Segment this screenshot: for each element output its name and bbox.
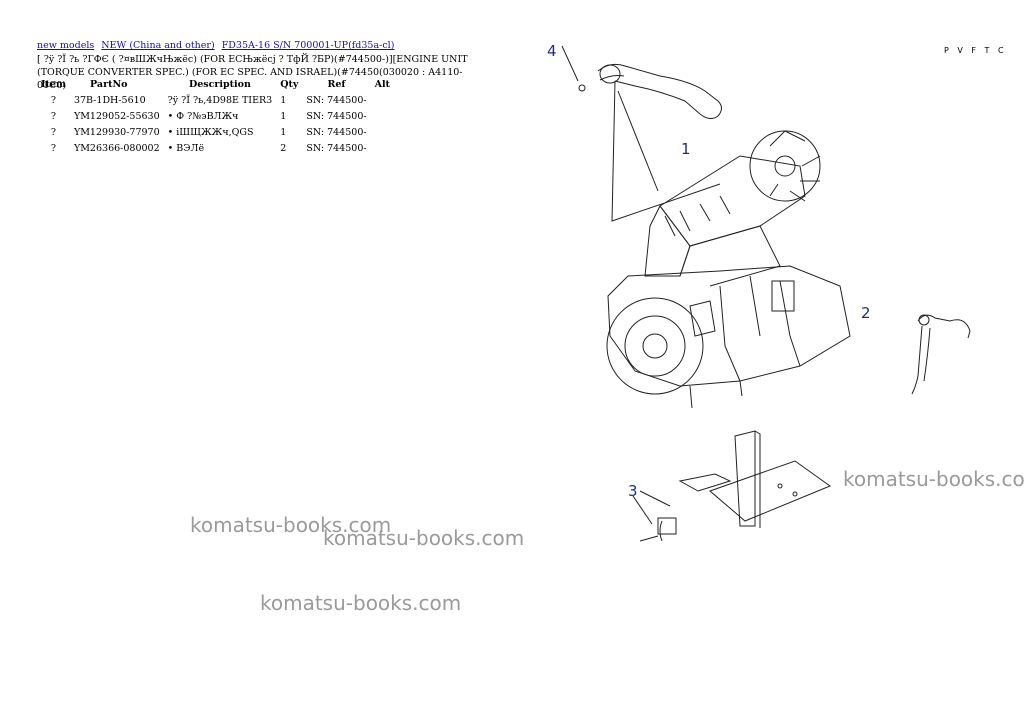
cell-qty: 1 — [280, 95, 287, 106]
cell-qty: 1 — [280, 127, 287, 138]
engine-illustration — [606, 130, 851, 409]
cell-description: ?ÿ ?Ï ?ь,4D98E TIER3 — [167, 95, 273, 106]
header-description: Description — [188, 79, 251, 90]
page-title: [ ?ÿ ?Ï ?ь ?ГФЄ ( ?¤вШЖчЊжёс) (FOR ECЊжё… — [37, 54, 468, 91]
cell-item: ? — [50, 111, 57, 122]
cell-partno: 37B-1DH-5610 — [73, 95, 146, 106]
hose-part-illustration — [561, 45, 722, 120]
cell-ref: SN: 744500- — [306, 95, 367, 106]
bracket-illustration — [632, 430, 832, 542]
callout-3: 3 — [628, 482, 638, 500]
sensor-illustration — [911, 314, 971, 395]
cell-alt — [371, 109, 394, 125]
cell-description: • іШЩЖЖч,QGS — [167, 127, 254, 138]
breadcrumb-link-region[interactable]: NEW (China and other) — [101, 40, 215, 51]
table-header-row: Item PartNo Description Qty Ref Alt — [37, 79, 394, 93]
cell-qty: 1 — [280, 111, 287, 122]
cell-item: ? — [50, 127, 57, 138]
table-row: ? YM129052-55630 • Ф ?№эВЛЖч 1 SN: 74450… — [37, 109, 394, 125]
header-alt: Alt — [374, 79, 390, 90]
cell-item: ? — [50, 95, 57, 106]
cell-partno: YM26366-080002 — [73, 143, 160, 154]
table-row: ? YM129930-77970 • іШЩЖЖч,QGS 1 SN: 7445… — [37, 125, 394, 141]
watermark: komatsu-books.com — [843, 467, 1024, 491]
header-partno: PartNo — [90, 79, 128, 90]
header-item: Item — [41, 79, 66, 90]
cell-ref: SN: 744500- — [306, 143, 367, 154]
header-qty: Qty — [280, 79, 299, 90]
cell-alt — [371, 141, 394, 157]
callout-1: 1 — [681, 140, 691, 158]
table-row: ? YM26366-080002 • ВЭЛё 2 SN: 744500- — [37, 141, 394, 157]
cell-item: ? — [50, 143, 57, 154]
breadcrumb-link-new-models[interactable]: new models — [37, 40, 95, 51]
header-ref: Ref — [327, 79, 346, 90]
cell-alt — [371, 93, 394, 109]
cell-description: • ВЭЛё — [167, 143, 205, 154]
table-row: ? 37B-1DH-5610 ?ÿ ?Ï ?ь,4D98E TIER3 1 SN… — [37, 93, 394, 109]
cell-ref: SN: 744500- — [306, 127, 367, 138]
breadcrumb-link-model[interactable]: FD35A-16 S/N 700001-UP(fd35a-cl) — [221, 40, 395, 51]
cell-description: • Ф ?№эВЛЖч — [167, 111, 239, 122]
watermark: komatsu-books.com — [323, 526, 525, 550]
watermark: komatsu-books.com — [190, 513, 392, 537]
parts-table: Item PartNo Description Qty Ref Alt ? 37… — [37, 79, 394, 157]
cell-ref: SN: 744500- — [306, 111, 367, 122]
watermark: komatsu-books.com — [260, 591, 462, 615]
cell-qty: 2 — [280, 143, 287, 154]
breadcrumb: new models NEW (China and other) FD35A-1… — [37, 40, 398, 51]
callout-2: 2 — [861, 304, 871, 322]
parts-diagram — [561, 45, 971, 542]
cell-partno: YM129052-55630 — [73, 111, 160, 122]
page-code: P V F T C — [944, 46, 1007, 55]
cell-partno: YM129930-77970 — [73, 127, 160, 138]
callout-4: 4 — [547, 42, 557, 60]
cell-alt — [371, 125, 394, 141]
